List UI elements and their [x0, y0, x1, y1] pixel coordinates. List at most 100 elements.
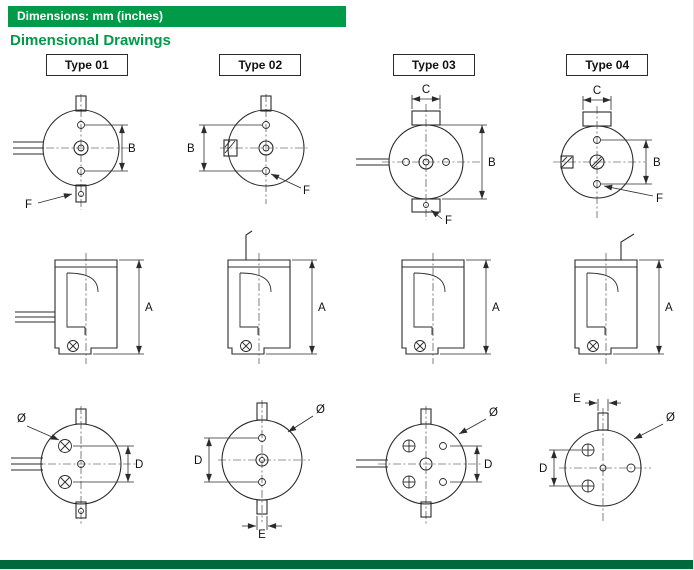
dim-label-a: A: [145, 302, 153, 314]
type02-top-view-drawing: B F: [187, 94, 310, 204]
dim-label-a: A: [318, 302, 326, 314]
type03-side-view-drawing: A: [401, 253, 500, 364]
mounting-hole: [76, 167, 85, 175]
page-title: Dimensional Drawings: [10, 32, 171, 49]
type02-side-view-drawing: A: [227, 230, 326, 364]
dimension-d: D: [539, 449, 582, 487]
type-01-label: Type 01: [45, 54, 128, 76]
lead-wire: [355, 158, 389, 166]
type-02-label: Type 02: [219, 54, 302, 76]
dim-label-b: B: [187, 143, 195, 155]
screw-head-icon: [402, 439, 416, 453]
footer-bar: [0, 560, 694, 570]
mounting-hole: [626, 463, 636, 473]
side-connector: [223, 139, 238, 157]
dim-label-d: D: [135, 459, 143, 471]
dimension-f: F: [430, 209, 452, 226]
dimension-f: F: [604, 184, 663, 205]
type03-bottom-view-drawing: Ø D: [355, 406, 498, 526]
dimension-d: D: [194, 437, 259, 483]
type02-bottom-view-drawing: Ø D E: [194, 400, 325, 540]
dim-label-b: B: [128, 143, 136, 155]
dim-label-f: F: [656, 193, 663, 205]
centerlines: [30, 94, 133, 210]
top-tab: [75, 95, 87, 112]
type04-top-view-drawing: C B F: [553, 85, 663, 218]
dim-label-b: B: [488, 157, 496, 169]
drawings-grid: Type 01 Type 02 Type 03 Type 04: [0, 54, 694, 540]
dimension-e: E: [573, 393, 622, 411]
bottom-screw: [240, 340, 253, 352]
interior-contour: [413, 272, 446, 335]
dimension-b: B: [84, 124, 136, 172]
dimension-b: B: [431, 124, 496, 200]
lead-wires: [10, 457, 43, 471]
dimension-a: A: [92, 259, 153, 355]
mounting-hole: [593, 136, 602, 144]
body-outline: [54, 259, 118, 355]
bottom-tab: [75, 501, 87, 519]
dimension-f: F: [271, 173, 310, 197]
dim-label-c: C: [422, 84, 430, 96]
dim-label-f: F: [445, 215, 452, 226]
dimension-a: A: [439, 259, 500, 355]
mounting-hole: [258, 478, 267, 486]
type04-side-view-drawing: A: [574, 233, 673, 364]
center-hole: [419, 457, 433, 471]
dim-label-diameter: Ø: [17, 413, 26, 425]
dim-label-diameter: Ø: [316, 404, 325, 416]
screw-head-icon: [57, 475, 72, 489]
dim-label-d: D: [539, 463, 547, 475]
body-outline: [564, 429, 642, 507]
mounting-hole: [262, 121, 271, 129]
interior-contour: [66, 272, 99, 335]
screw-head-icon: [581, 443, 595, 457]
dim-label-diameter: Ø: [666, 412, 675, 424]
type01-top-view-drawing: B F: [12, 94, 136, 211]
bottom-tab: [75, 184, 87, 203]
dimension-d: D: [449, 445, 492, 483]
interior-contour: [239, 272, 272, 335]
type01-side-view-drawing: A: [14, 253, 153, 364]
body-outline: [385, 423, 467, 505]
dim-label-c: C: [593, 85, 601, 97]
body-outline: [227, 109, 305, 187]
lead-wire-up: [620, 233, 635, 260]
lead-wire: [355, 459, 388, 468]
dim-label-diameter: Ø: [489, 407, 498, 419]
dimension-a: A: [266, 259, 326, 355]
center-hole: [418, 154, 434, 170]
lead-wire-up: [245, 230, 253, 260]
body-outline: [401, 259, 465, 355]
screw-head-icon: [402, 475, 416, 489]
dimension-f: F: [25, 193, 72, 211]
type-04-label: Type 04: [566, 54, 649, 76]
dimension-d: D: [72, 445, 143, 483]
dim-label-b: B: [653, 157, 661, 169]
type-03-label: Type 03: [392, 54, 475, 76]
type04-bottom-view-drawing: E Ø D: [539, 393, 675, 522]
side-connector: [560, 155, 574, 169]
mounting-hole: [262, 167, 271, 175]
dim-label-a: A: [665, 302, 673, 314]
screw-head-icon: [57, 439, 72, 453]
dimension-e: E: [242, 516, 283, 540]
top-tab: [260, 95, 272, 112]
lead-wires: [14, 311, 55, 323]
dim-label-f: F: [303, 185, 310, 197]
center-hole: [255, 453, 269, 467]
centerlines: [32, 406, 137, 526]
dim-label-f: F: [25, 199, 32, 211]
dimension-diameter: Ø: [17, 413, 59, 441]
centerlines: [559, 408, 652, 522]
body-outline: [221, 419, 303, 501]
center-hole: [589, 154, 605, 170]
body-outline: [574, 259, 638, 355]
mounting-hole: [438, 478, 447, 486]
lead-wires: [12, 141, 44, 155]
dim-label-a: A: [492, 302, 500, 314]
dim-label-e: E: [573, 393, 581, 405]
dimension-diameter: Ø: [634, 412, 675, 440]
body-outline: [388, 124, 464, 200]
mounting-hole: [401, 158, 410, 166]
